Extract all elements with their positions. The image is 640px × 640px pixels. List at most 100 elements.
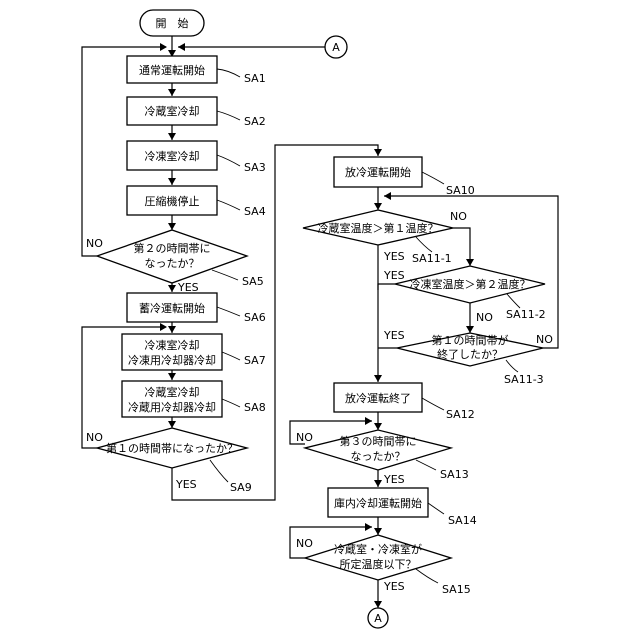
arrowhead bbox=[168, 89, 176, 96]
decision-sa15-text-line1: 冷蔵室・冷凍室が bbox=[334, 542, 422, 556]
arrowhead bbox=[160, 43, 167, 51]
arrowhead bbox=[374, 149, 382, 156]
arrowhead bbox=[168, 421, 176, 428]
connector-a-top-label: A bbox=[332, 41, 340, 54]
decision-sa11-3-text-line2: 終了したか？ bbox=[437, 347, 503, 361]
arrowhead bbox=[168, 373, 176, 380]
arrowhead bbox=[178, 43, 185, 51]
step-label-sa3: SA3 bbox=[244, 161, 266, 174]
sa15-no-label: NO bbox=[296, 537, 313, 550]
sa11-1-no-label: NO bbox=[450, 210, 467, 223]
start-terminal: 開 始 bbox=[140, 10, 204, 36]
decision-sa11-3-text-line1: 第１の時間帯が bbox=[432, 333, 509, 347]
arrowhead bbox=[374, 480, 382, 487]
process-sa10-text: 放冷運転開始 bbox=[345, 165, 411, 179]
step-label-sa14: SA14 bbox=[448, 514, 477, 527]
arrowhead bbox=[168, 326, 176, 333]
process-sa6: 蓄冷運転開始 bbox=[127, 293, 217, 322]
process-sa7-text-line1: 冷凍室冷却 bbox=[145, 338, 200, 352]
arrowhead bbox=[168, 223, 176, 230]
process-sa10: 放冷運転開始 bbox=[334, 157, 422, 187]
process-sa12-text: 放冷運転終了 bbox=[345, 391, 411, 405]
decision-sa5-text-line2: なったか？ bbox=[145, 257, 200, 270]
process-sa3-text: 冷凍室冷却 bbox=[145, 149, 200, 163]
decision-sa13-text-line1: 第３の時間帯に bbox=[340, 434, 417, 448]
sa5-no-label: NO bbox=[86, 237, 103, 250]
connector-a-bottom: A bbox=[368, 608, 388, 628]
step-label-sa4: SA4 bbox=[244, 205, 266, 218]
sa9-yes-label: YES bbox=[175, 478, 197, 491]
step-label-sa12: SA12 bbox=[446, 408, 475, 421]
arrowhead bbox=[466, 326, 474, 333]
sa11-3-no-label: NO bbox=[536, 333, 553, 346]
arrowhead bbox=[374, 601, 382, 608]
process-sa14-text: 庫内冷却運転開始 bbox=[334, 496, 422, 510]
process-sa12: 放冷運転終了 bbox=[334, 383, 422, 412]
sa13-yes-label: YES bbox=[383, 473, 405, 486]
decision-sa11-2-text: 冷凍室温度＞第２温度？ bbox=[410, 277, 531, 291]
arrowhead bbox=[374, 375, 382, 382]
connector-a-bottom-label: A bbox=[374, 612, 382, 625]
process-sa8-text-line2: 冷蔵用冷却器冷却 bbox=[128, 401, 216, 414]
arrowhead bbox=[374, 528, 382, 535]
step-label-sa5: SA5 bbox=[242, 275, 264, 288]
decision-sa9-text: 第１の時間帯になったか？ bbox=[106, 441, 238, 455]
step-label-sa11-3: SA11-3 bbox=[504, 373, 544, 386]
process-sa7-text-line2: 冷凍用冷却器冷却 bbox=[128, 354, 216, 367]
decision-sa11-3: 第１の時間帯が 終了したか？ bbox=[397, 333, 543, 366]
arrowhead bbox=[365, 417, 372, 425]
decision-sa11-1: 冷蔵室温度＞第１温度？ bbox=[303, 210, 453, 245]
connector-a-top: A bbox=[325, 36, 347, 58]
process-sa14: 庫内冷却運転開始 bbox=[328, 488, 428, 517]
decision-sa11-1-text: 冷蔵室温度＞第１温度？ bbox=[318, 221, 439, 235]
process-sa2-text: 冷蔵室冷却 bbox=[145, 104, 200, 118]
decision-sa9: 第１の時間帯になったか？ bbox=[97, 428, 247, 468]
sa11-2-yes-label: YES bbox=[383, 269, 405, 282]
step-label-sa7: SA7 bbox=[244, 354, 266, 367]
process-sa1: 通常運転開始 bbox=[127, 56, 217, 83]
step-label-sa13: SA13 bbox=[440, 468, 469, 481]
step-label-sa11-2: SA11-2 bbox=[506, 308, 546, 321]
step-label-sa8: SA8 bbox=[244, 401, 266, 414]
step-label-sa9: SA9 bbox=[230, 481, 252, 494]
process-sa1-text: 通常運転開始 bbox=[139, 63, 205, 77]
step-label-sa10: SA10 bbox=[446, 184, 475, 197]
arrowhead bbox=[374, 423, 382, 430]
step-label-sa1: SA1 bbox=[244, 72, 266, 85]
arrowhead bbox=[168, 285, 176, 292]
process-sa2: 冷蔵室冷却 bbox=[127, 97, 217, 125]
step-label-sa2: SA2 bbox=[244, 115, 266, 128]
step-label-sa11-1: SA11-1 bbox=[412, 252, 452, 265]
sa15-yes-label: YES bbox=[383, 580, 405, 593]
process-sa4: 圧縮機停止 bbox=[127, 186, 217, 215]
sa11-1-yes-label: YES bbox=[383, 250, 405, 263]
arrowhead bbox=[168, 133, 176, 140]
step-label-sa15: SA15 bbox=[442, 583, 471, 596]
arrowheads bbox=[160, 43, 474, 608]
decision-sa13: 第３の時間帯に なったか？ bbox=[305, 430, 451, 470]
start-label: 開 始 bbox=[156, 16, 189, 30]
process-sa8: 冷蔵室冷却 冷蔵用冷却器冷却 bbox=[122, 381, 222, 417]
decision-sa15-text-line2: 所定温度以下？ bbox=[340, 557, 417, 571]
process-sa8-text-line1: 冷蔵室冷却 bbox=[145, 385, 200, 399]
step-label-sa6: SA6 bbox=[244, 311, 266, 324]
process-sa4-text: 圧縮機停止 bbox=[145, 194, 200, 208]
sa9-no-label: NO bbox=[86, 431, 103, 444]
sa11-3-yes-label: YES bbox=[383, 329, 405, 342]
decision-sa13-text-line2: なったか？ bbox=[351, 450, 406, 463]
sa13-no-label: NO bbox=[296, 431, 313, 444]
sa11-2-no-label: NO bbox=[476, 311, 493, 324]
connector-lines-right bbox=[290, 187, 558, 608]
decision-sa11-2: 冷凍室温度＞第２温度？ bbox=[395, 266, 545, 303]
sa5-yes-label: YES bbox=[177, 281, 199, 294]
arrowhead bbox=[365, 523, 372, 531]
process-sa7: 冷凍室冷却 冷凍用冷却器冷却 bbox=[122, 334, 222, 370]
arrowhead bbox=[384, 192, 391, 200]
process-sa6-text: 蓄冷運転開始 bbox=[139, 301, 205, 315]
arrowhead bbox=[168, 178, 176, 185]
decision-sa5-text-line1: 第２の時間帯に bbox=[134, 241, 211, 255]
process-sa3: 冷凍室冷却 bbox=[127, 141, 217, 170]
arrowhead bbox=[160, 323, 167, 331]
decision-sa15: 冷蔵室・冷凍室が 所定温度以下？ bbox=[305, 535, 451, 580]
